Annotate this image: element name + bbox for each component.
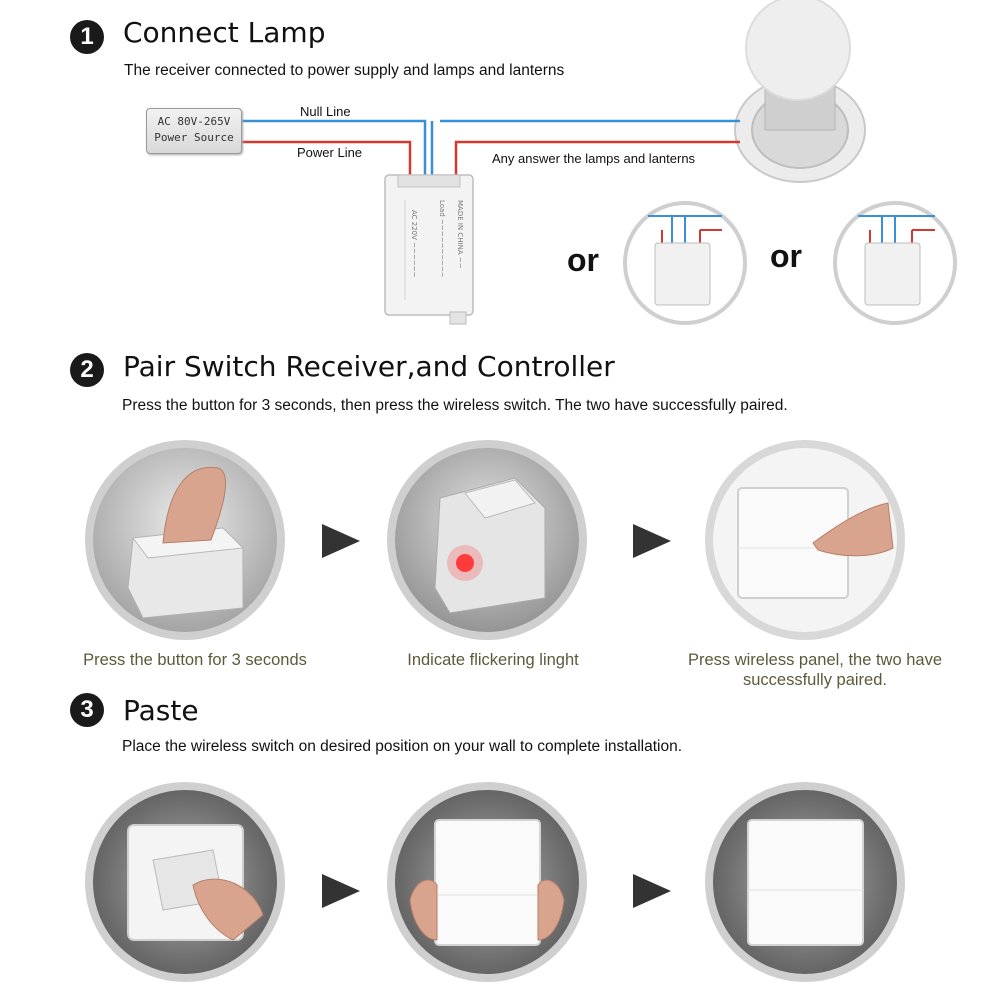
receiver-led-illustration (434, 477, 546, 614)
lamp-connection-label: Any answer the lamps and lanterns (492, 151, 696, 166)
peel-adhesive-photo (85, 782, 285, 982)
step-1-subtitle: The receiver connected to power supply a… (124, 62, 565, 79)
caption-paired: Press wireless panel, the two have succe… (687, 651, 943, 689)
arrow-right-icon (633, 874, 671, 908)
receiver-module: AC 220V ~~~~~~ Load ~~~~~~~~~~ MADE IN C… (384, 174, 474, 325)
step-3-number-badge: 3 (70, 693, 104, 727)
step-2-title: Pair Switch Receiver,and Controller (123, 350, 615, 383)
wireless-panel-illustration (737, 487, 894, 599)
svg-text:MADE IN CHINA ~~: MADE IN CHINA ~~ (456, 200, 464, 269)
wireless-panel-photo (705, 440, 905, 640)
step-3-title: Paste (123, 694, 199, 727)
power-line-wire (240, 140, 740, 180)
or-label-1: or (567, 242, 599, 278)
svg-text:AC 220V ~~~~~~: AC 220V ~~~~~~ (410, 210, 418, 277)
svg-text:Load ~~~~~~~~~~: Load ~~~~~~~~~~ (438, 200, 446, 278)
power-source-label: Power Source (154, 131, 234, 144)
installed-switch-photo (705, 782, 905, 982)
place-switch-photo (387, 782, 587, 982)
wiring-diagram: AC 220V ~~~~~~ Load ~~~~~~~~~~ MADE IN C… (240, 0, 957, 325)
alt-wiring-1 (623, 201, 747, 325)
null-line-wire (240, 119, 740, 180)
flickering-light-photo (387, 440, 587, 640)
alt-wiring-2 (833, 201, 957, 325)
peel-adhesive-illustration (127, 824, 264, 941)
caption-flickering-light: Indicate flickering linght (407, 651, 579, 669)
caption-press-button: Press the button for 3 seconds (83, 651, 307, 669)
power-source-box: AC 80V-265V Power Source (146, 108, 242, 154)
arrow-right-icon (633, 524, 671, 558)
receiver-finger-illustration (127, 466, 245, 619)
installed-switch-illustration (747, 819, 864, 946)
power-line-label: Power Line (297, 145, 363, 160)
or-label-2: or (770, 238, 802, 274)
null-line-label: Null Line (300, 104, 351, 119)
place-switch-illustration (409, 819, 565, 946)
step-3-subtitle: Place the wireless switch on desired pos… (122, 738, 683, 755)
step-1-title: Connect Lamp (123, 16, 326, 49)
step-2-number-badge: 2 (70, 353, 104, 387)
step-1-number-badge: 1 (70, 20, 104, 54)
lamp-illustration (734, 0, 866, 183)
step-2-subtitle: Press the button for 3 seconds, then pre… (122, 397, 788, 414)
arrow-right-icon (322, 524, 360, 558)
press-button-photo (85, 440, 285, 640)
arrow-right-icon (322, 874, 360, 908)
power-source-voltage: AC 80V-265V (157, 115, 231, 128)
